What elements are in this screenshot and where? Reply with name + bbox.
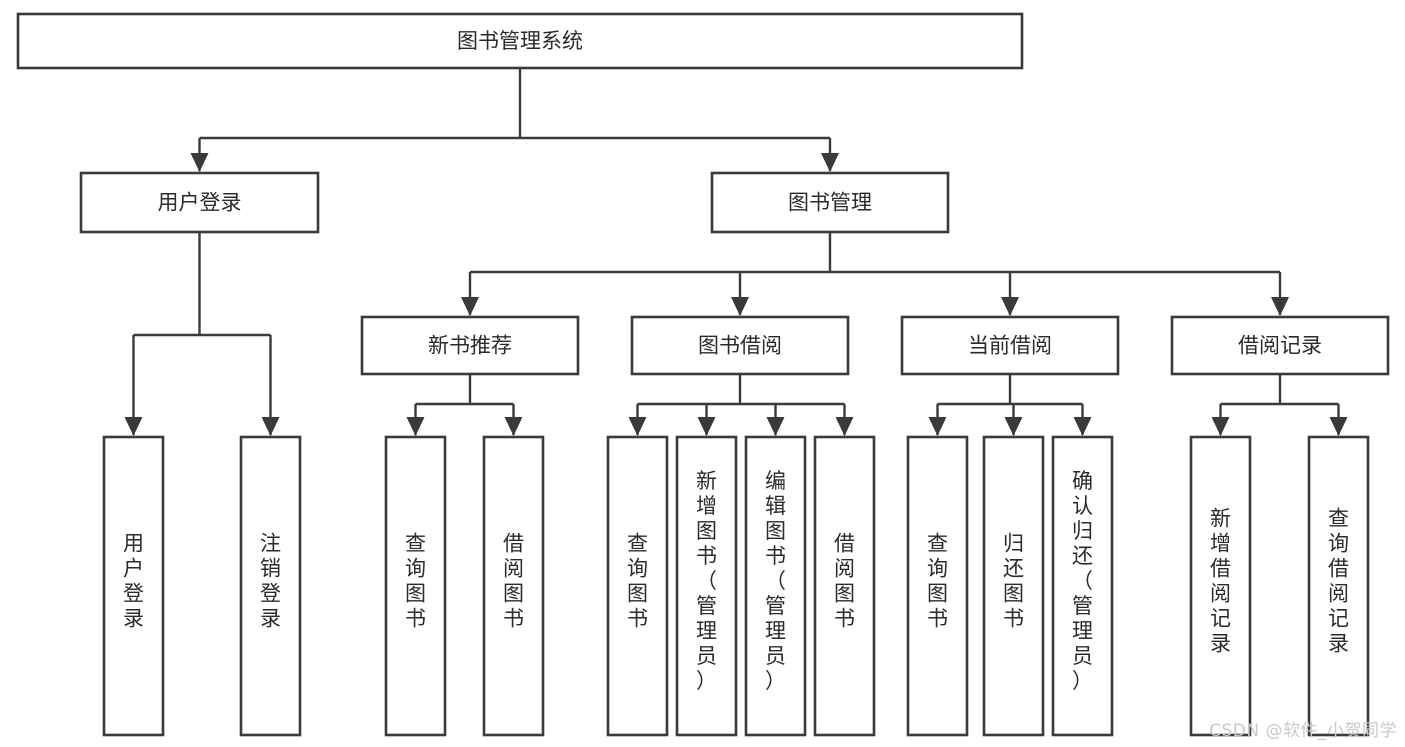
node-label: 注销登录 bbox=[260, 532, 281, 631]
node-box bbox=[813, 435, 876, 737]
node-box bbox=[482, 435, 545, 737]
node-label: 借阅图书 bbox=[503, 532, 524, 631]
node-label: 图书管理系统 bbox=[457, 29, 583, 53]
node-user-login[interactable]: 用户登录 bbox=[79, 171, 320, 234]
node-box bbox=[1170, 315, 1390, 376]
node-box bbox=[1307, 435, 1370, 737]
node-book-borrow[interactable]: 图书借阅 bbox=[630, 315, 850, 376]
node-leaf-query-book-b[interactable]: 查询图书 bbox=[606, 435, 669, 737]
node-leaf-confirm-return[interactable]: 确认归还（管理员） bbox=[1051, 435, 1114, 737]
arrow-head bbox=[504, 417, 523, 436]
node-leaf-return-book[interactable]: 归还图书 bbox=[982, 435, 1045, 737]
node-box bbox=[102, 435, 165, 737]
node-box bbox=[239, 435, 302, 737]
connector-layer bbox=[124, 68, 1348, 436]
node-new-book-recommend[interactable]: 新书推荐 bbox=[360, 315, 580, 376]
node-box bbox=[630, 315, 850, 376]
arrow-head bbox=[1073, 417, 1092, 436]
node-leaf-query-book-c[interactable]: 查询图书 bbox=[906, 435, 969, 737]
node-label: 编辑图书（管理员） bbox=[765, 469, 786, 693]
node-label: 查询借阅记录 bbox=[1328, 507, 1349, 656]
csdn-watermark: CSDN @软件_小贺同学 bbox=[1209, 721, 1397, 741]
node-label: 图书借阅 bbox=[698, 334, 782, 358]
node-leaf-query-book-rec[interactable]: 查询图书 bbox=[384, 435, 447, 737]
node-label: 查询图书 bbox=[927, 532, 948, 631]
node-box bbox=[16, 12, 1024, 70]
node-leaf-add-book[interactable]: 新增图书（管理员） bbox=[675, 435, 738, 737]
node-label: 新增图书（管理员） bbox=[696, 469, 717, 693]
arrow-head bbox=[1329, 417, 1348, 436]
node-leaf-user-login[interactable]: 用户登录 bbox=[102, 435, 165, 737]
node-box bbox=[900, 315, 1120, 376]
arrow-head bbox=[697, 417, 716, 436]
node-label: 用户登录 bbox=[123, 532, 144, 631]
node-label: 确认归还（管理员） bbox=[1072, 469, 1093, 693]
node-borrow-record[interactable]: 借阅记录 bbox=[1170, 315, 1390, 376]
node-book-manage[interactable]: 图书管理 bbox=[710, 171, 950, 234]
node-label: 借阅记录 bbox=[1238, 334, 1322, 358]
node-leaf-borrow-book-b[interactable]: 借阅图书 bbox=[813, 435, 876, 737]
node-leaf-edit-book[interactable]: 编辑图书（管理员） bbox=[744, 435, 807, 737]
node-label: 用户登录 bbox=[158, 191, 242, 215]
node-label: 查询图书 bbox=[627, 532, 648, 631]
node-box bbox=[906, 435, 969, 737]
node-label: 归还图书 bbox=[1003, 532, 1024, 631]
node-label: 借阅图书 bbox=[834, 532, 855, 631]
node-box bbox=[675, 435, 738, 737]
arrow-head bbox=[821, 153, 839, 172]
arrow-head bbox=[835, 417, 854, 436]
node-label: 图书管理 bbox=[788, 191, 872, 215]
arrow-head bbox=[628, 417, 647, 436]
arrow-head bbox=[406, 417, 425, 436]
node-box bbox=[360, 315, 580, 376]
node-root[interactable]: 图书管理系统 bbox=[16, 12, 1024, 70]
node-box bbox=[744, 435, 807, 737]
node-box bbox=[710, 171, 950, 234]
node-leaf-borrow-book-rec[interactable]: 借阅图书 bbox=[482, 435, 545, 737]
node-box bbox=[606, 435, 669, 737]
arrow-head bbox=[1271, 297, 1289, 316]
arrow-head bbox=[1004, 417, 1023, 436]
node-leaf-user-logout[interactable]: 注销登录 bbox=[239, 435, 302, 737]
arrow-head bbox=[190, 153, 209, 172]
arrow-head bbox=[766, 417, 785, 436]
node-label: 查询图书 bbox=[405, 532, 426, 631]
arrow-head bbox=[461, 297, 479, 316]
node-leaf-add-record[interactable]: 新增借阅记录 bbox=[1189, 435, 1252, 737]
node-label: 当前借阅 bbox=[968, 334, 1052, 358]
node-box bbox=[1051, 435, 1114, 737]
arrow-head bbox=[1211, 417, 1230, 436]
node-label: 新书推荐 bbox=[428, 334, 512, 358]
node-box bbox=[1189, 435, 1252, 737]
node-box bbox=[384, 435, 447, 737]
node-leaf-query-record[interactable]: 查询借阅记录 bbox=[1307, 435, 1370, 737]
arrow-head bbox=[1001, 297, 1019, 316]
node-box bbox=[79, 171, 320, 234]
node-box bbox=[982, 435, 1045, 737]
arrow-head bbox=[731, 297, 749, 316]
arrow-head bbox=[928, 417, 947, 436]
node-layer: 图书管理系统用户登录图书管理新书推荐图书借阅当前借阅借阅记录用户登录注销登录查询… bbox=[16, 12, 1390, 737]
node-current-borrow[interactable]: 当前借阅 bbox=[900, 315, 1120, 376]
node-label: 新增借阅记录 bbox=[1210, 507, 1231, 656]
arrow-head bbox=[261, 417, 280, 436]
arrow-head bbox=[124, 417, 143, 436]
